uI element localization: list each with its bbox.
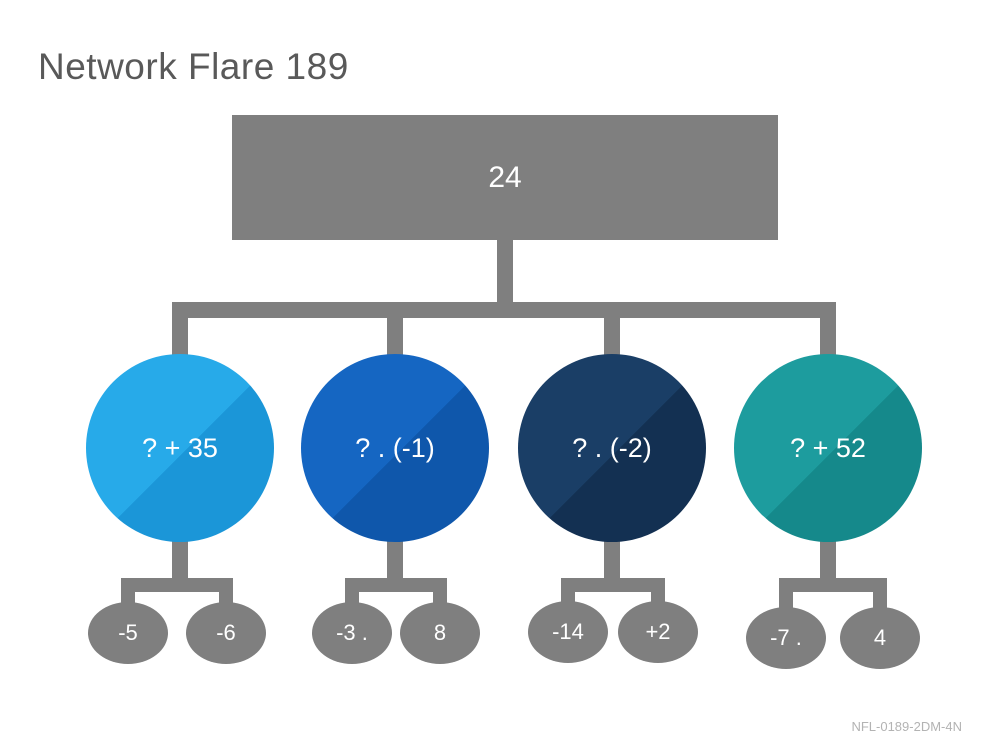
leaf-node-1a: -5 xyxy=(88,602,168,664)
connector-child-stem-3 xyxy=(604,535,620,585)
branch-node-2: ? . (-1) xyxy=(301,354,489,542)
connector-child-bar-4 xyxy=(779,578,887,592)
connector-root-stem xyxy=(497,238,513,310)
leaf-node-4b: 4 xyxy=(840,607,920,669)
leaf-node-2b: 8 xyxy=(400,602,480,664)
connector-branch-stem-3 xyxy=(604,310,620,365)
slide-title: Network Flare 189 xyxy=(38,46,349,87)
root-node-label: 24 xyxy=(488,160,522,194)
leaf-node-3a-label: -14 xyxy=(552,619,584,644)
connector-child-bar-3 xyxy=(561,578,665,592)
leaf-node-3a: -14 xyxy=(528,601,608,663)
leaf-node-2b-label: 8 xyxy=(433,620,447,645)
leaf-node-1a-label: -5 xyxy=(118,620,138,645)
connector-child-stem-4 xyxy=(820,535,836,585)
leaf-node-2a-label: -3 . xyxy=(336,620,368,645)
leaf-node-3b: +2 xyxy=(618,601,698,663)
leaf-node-2a: -3 . xyxy=(312,602,392,664)
connector-leaf-stem-4b xyxy=(873,578,887,614)
branch-node-2-label: ? . (-1) xyxy=(355,432,435,463)
leaf-node-4b-label: 4 xyxy=(873,625,887,650)
branch-node-1: ? + 35 xyxy=(86,354,274,542)
branch-node-4: ? + 52 xyxy=(734,354,922,542)
connector-branch-stem-2 xyxy=(387,310,403,365)
leaf-node-3b-label: +2 xyxy=(645,619,671,644)
leaf-node-4a-label: -7 . xyxy=(770,625,802,650)
connector-child-stem-2 xyxy=(387,535,403,585)
connector-child-bar-2 xyxy=(345,578,447,592)
connector-branch-stem-4 xyxy=(820,310,836,365)
branch-node-3: ? . (-2) xyxy=(518,354,706,542)
leaf-node-1b: -6 xyxy=(186,602,266,664)
connector-leaf-stem-4a xyxy=(779,578,793,614)
branch-node-4-label: ? + 52 xyxy=(790,432,866,463)
connector-child-bar-1 xyxy=(121,578,233,592)
branch-node-1-label: ? + 35 xyxy=(142,432,218,463)
connector-main-bar xyxy=(172,302,836,318)
watermark-code: NFL-0189-2DM-4N xyxy=(851,719,962,734)
connector-branch-stem-1 xyxy=(172,310,188,365)
root-node: 24 xyxy=(232,115,778,240)
leaf-node-4a: -7 . xyxy=(746,607,826,669)
leaf-node-1b-label: -6 xyxy=(216,620,236,645)
branch-node-3-label: ? . (-2) xyxy=(572,432,652,463)
connector-child-stem-1 xyxy=(172,535,188,585)
